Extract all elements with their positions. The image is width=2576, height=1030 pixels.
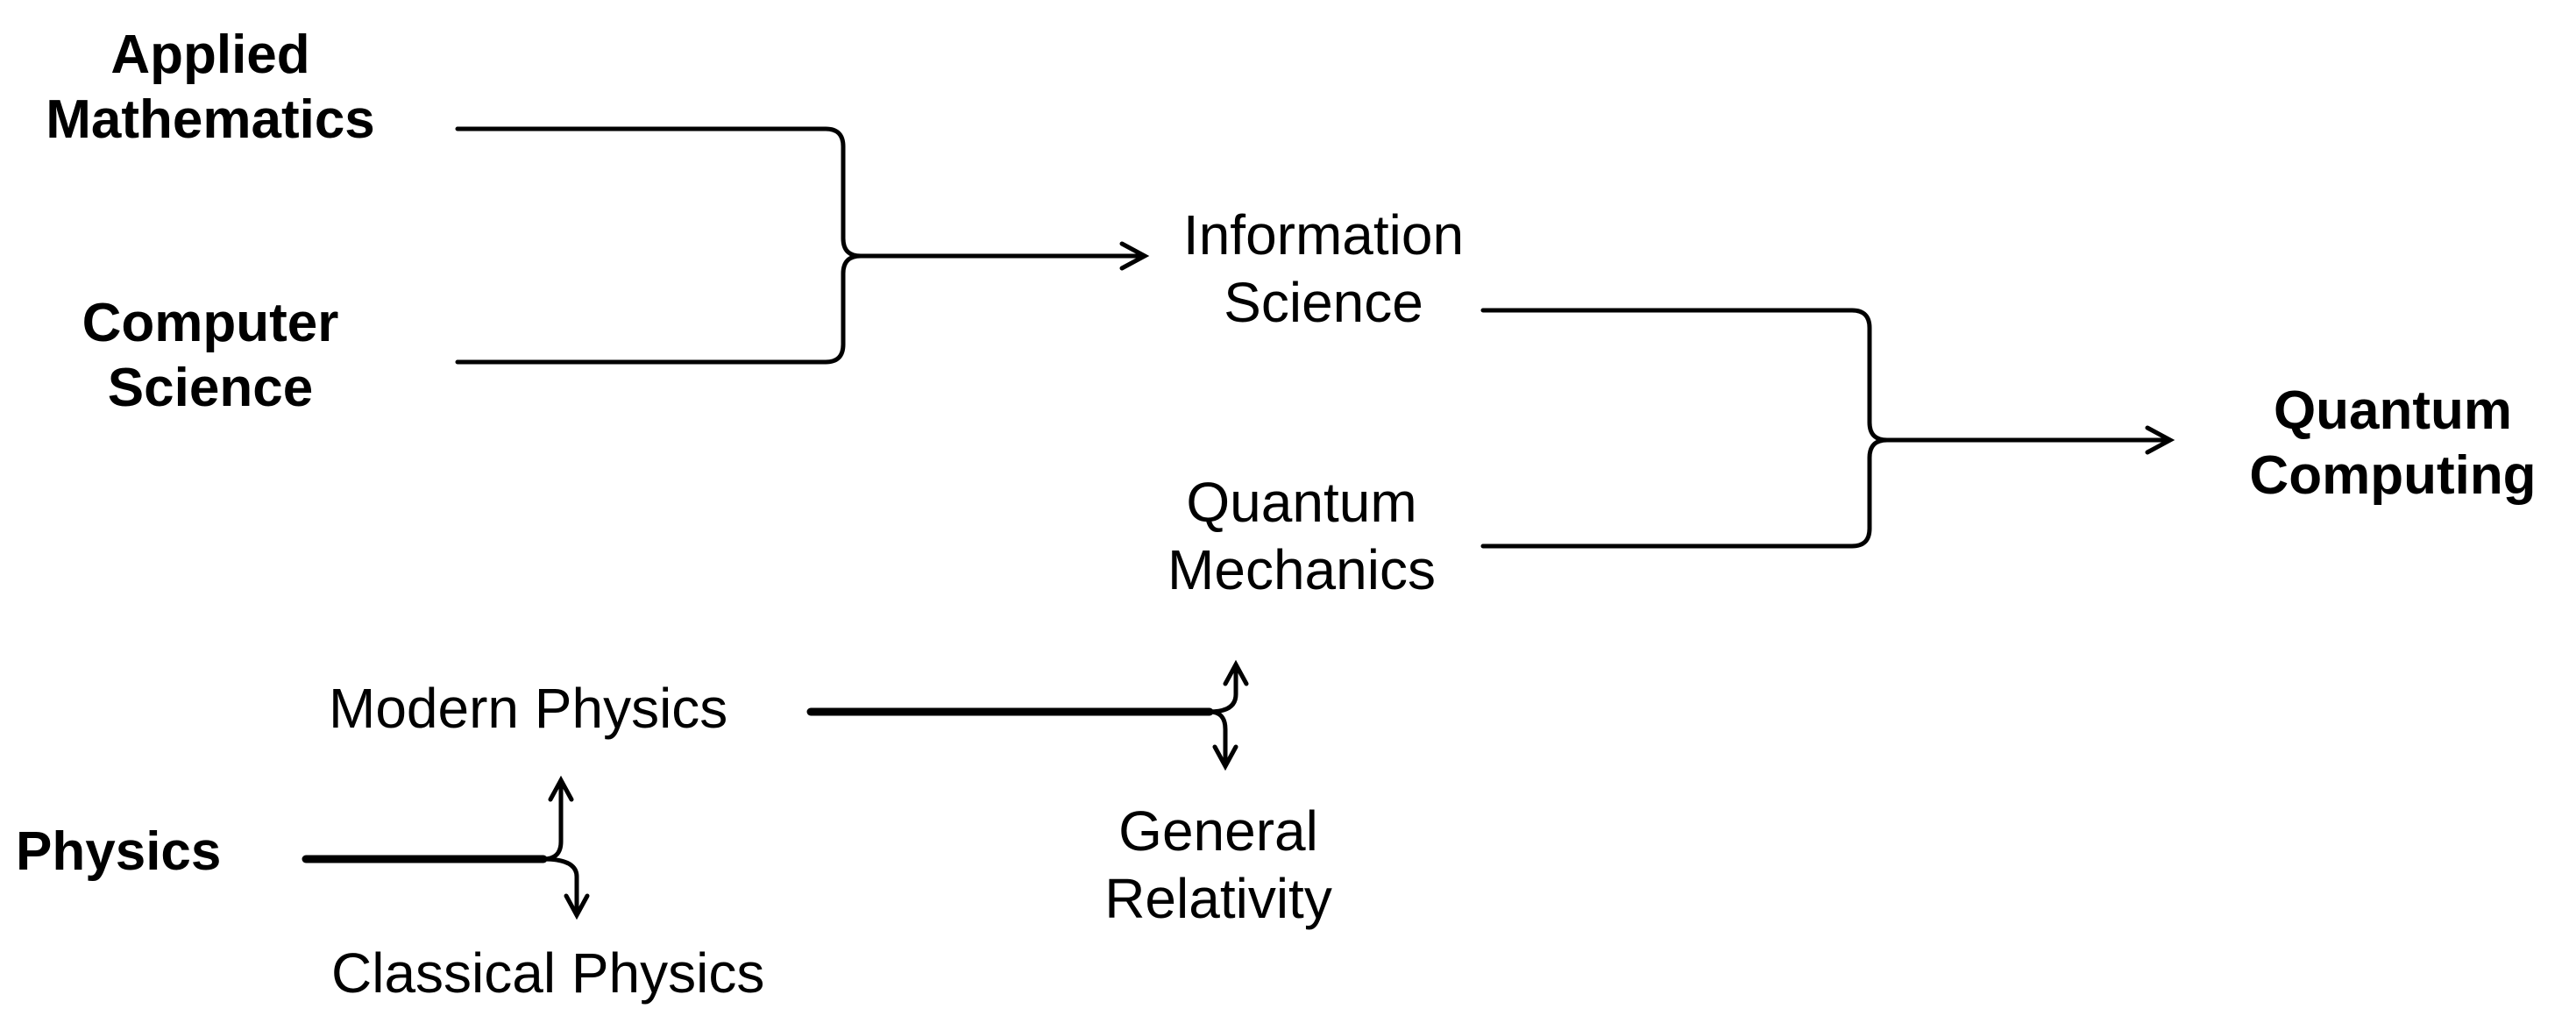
node-quantum-mechanics: Quantum Mechanics — [1167, 471, 1436, 601]
node-general-relativity: General Relativity — [1104, 799, 1332, 930]
branch-to-general-relativity — [1207, 709, 1228, 765]
connector-information-science — [1480, 308, 1890, 443]
node-information-science: Information Science — [1182, 203, 1465, 334]
connector-applied-mathematics — [455, 126, 863, 259]
arrowhead-quantum-computing — [2145, 425, 2175, 455]
node-classical-physics: Classical Physics — [331, 941, 765, 1005]
arrowhead-quantum-mechanics — [1223, 659, 1249, 686]
arrowhead-general-relativity — [1212, 744, 1238, 771]
arrowhead-classical-physics — [564, 893, 590, 920]
node-quantum-computing: Quantum Computing — [2249, 380, 2537, 507]
arrowhead-information-science — [1119, 241, 1150, 271]
branch-to-classical-physics — [541, 856, 579, 914]
connector-computer-science — [455, 253, 863, 365]
arrowhead-modern-physics — [548, 775, 574, 802]
node-physics: Physics — [16, 821, 222, 882]
node-computer-science: Computer Science — [82, 293, 339, 419]
connector-quantum-mechanics — [1480, 437, 1890, 549]
node-modern-physics: Modern Physics — [329, 677, 728, 740]
node-applied-mathematics: Applied Mathematics — [46, 25, 375, 151]
